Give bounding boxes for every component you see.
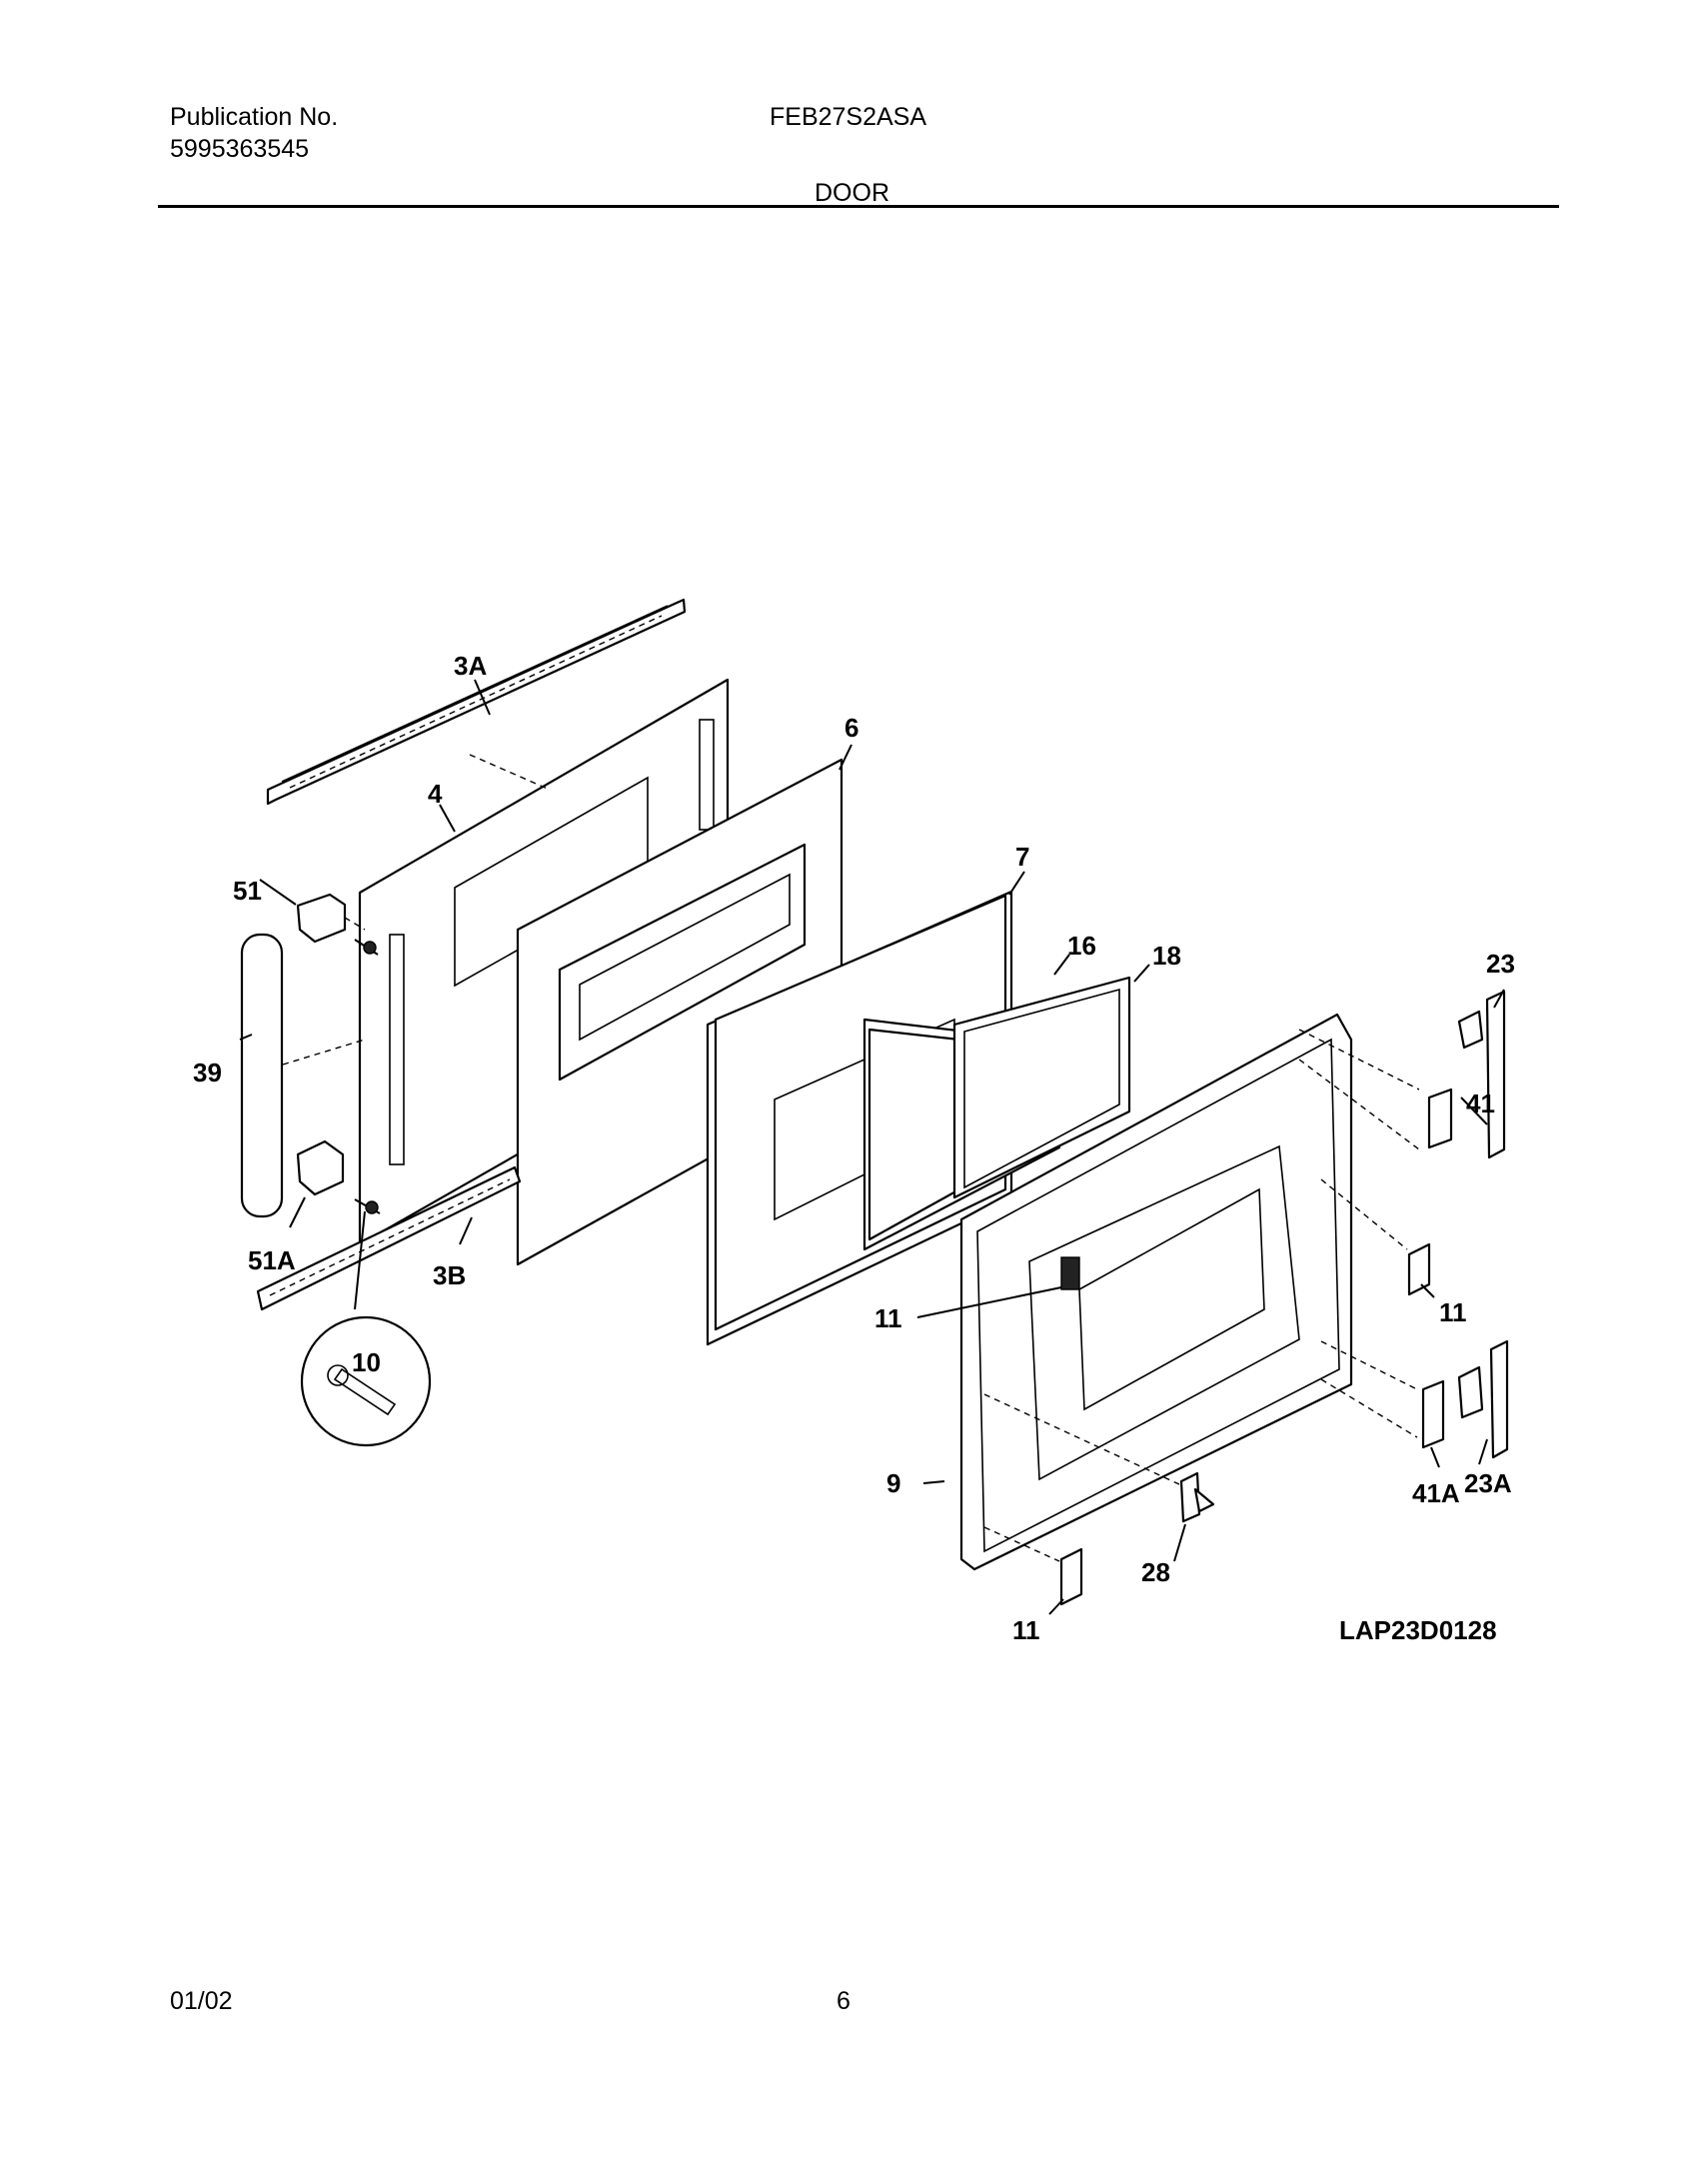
leader-lines [239, 679, 1505, 1615]
part-9-outer-door [959, 1013, 1353, 1571]
callout-3b: 3B [433, 1260, 466, 1290]
callout-39: 39 [193, 1058, 222, 1088]
part-39-handle [240, 933, 284, 1218]
callout-41: 41 [1466, 1089, 1495, 1118]
footer-page-number: 6 [837, 1987, 851, 2015]
section-title: DOOR [815, 179, 889, 207]
part-3a-top-trim [266, 598, 687, 806]
callout-41a: 41A [1412, 1478, 1460, 1508]
part-51a-end-cap [296, 1139, 345, 1196]
callout-28: 28 [1141, 1557, 1170, 1587]
part-18-gasket [952, 976, 1131, 1199]
header-rule [158, 205, 1559, 208]
callout-6: 6 [845, 713, 858, 743]
model-number: FEB27S2ASA [770, 103, 927, 131]
part-23a-hinge [1320, 1339, 1509, 1459]
footer-date: 01/02 [170, 1987, 233, 2015]
callout-4: 4 [428, 779, 443, 809]
callout-9: 9 [886, 1468, 900, 1498]
part-3b-bottom-trim [256, 1165, 522, 1311]
callout-23a: 23A [1464, 1468, 1512, 1498]
part-11-clip-right [1320, 1178, 1431, 1296]
callout-11-right: 11 [1439, 1297, 1467, 1327]
publication-label: Publication No. [170, 103, 339, 131]
part-10-screw-detail [300, 1210, 432, 1447]
screw-upper [354, 939, 379, 956]
part-23-hinge [1298, 990, 1506, 1159]
callout-7: 7 [1015, 842, 1029, 872]
screw-lower [354, 1198, 381, 1214]
drawing-code: LAP23D0128 [1339, 1615, 1497, 1645]
part-51-end-cap [296, 893, 347, 944]
callout-18: 18 [1152, 941, 1181, 971]
callout-11-left: 11 [874, 1303, 902, 1333]
callout-3a: 3A [454, 651, 487, 681]
part-11-clip-bottom [983, 1526, 1083, 1606]
callout-51: 51 [233, 876, 262, 906]
callout-51a: 51A [248, 1245, 296, 1275]
callout-10: 10 [352, 1347, 381, 1377]
callout-11-bottom: 11 [1012, 1615, 1040, 1645]
part-7-glass-pack [706, 890, 1013, 1346]
callout-16: 16 [1067, 931, 1096, 961]
publication-number: 5995363545 [170, 135, 310, 163]
part-28-latch [983, 1393, 1215, 1523]
callout-23: 23 [1486, 949, 1515, 979]
